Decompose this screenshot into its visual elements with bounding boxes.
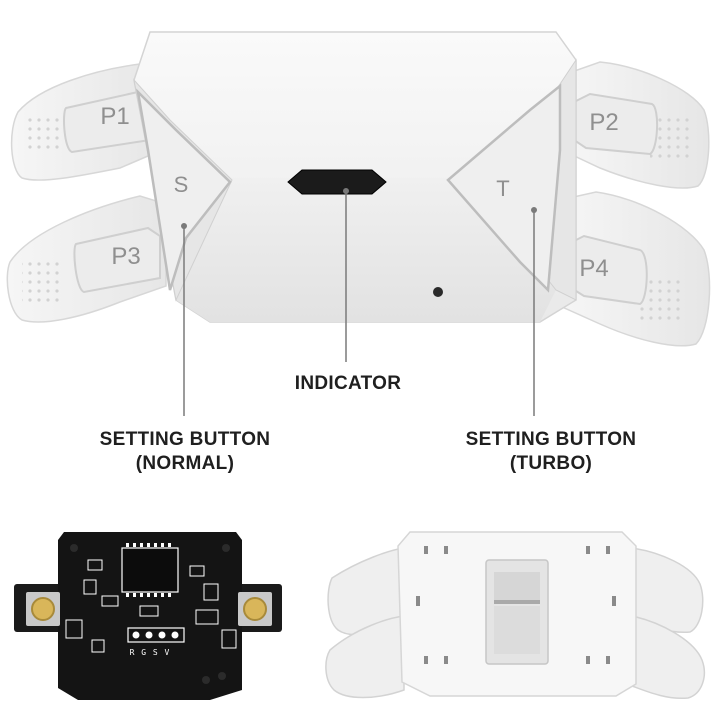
setting-button-normal-callout: SETTING BUTTON (NORMAL) bbox=[80, 428, 290, 476]
tact-switch-right bbox=[238, 592, 272, 626]
tact-switch-left bbox=[26, 592, 60, 626]
paddle-label-p3: P3 bbox=[111, 243, 140, 270]
pcb-board bbox=[14, 532, 282, 700]
paddle-label-p1: P1 bbox=[100, 103, 129, 130]
setting-normal-line2: (NORMAL) bbox=[135, 453, 235, 474]
paddle-label-p2: P2 bbox=[589, 109, 618, 136]
setting-turbo-line1: SETTING BUTTON bbox=[465, 429, 637, 450]
setting-button-normal bbox=[136, 88, 232, 291]
setting-button-turbo-callout: SETTING BUTTON (TURBO) bbox=[446, 428, 656, 476]
mcu-chip bbox=[121, 547, 179, 593]
device-back-view bbox=[325, 531, 706, 700]
setting-button-turbo bbox=[446, 83, 562, 293]
paddle-p1 bbox=[10, 63, 163, 181]
pinhole bbox=[433, 287, 443, 297]
setting-button-turbo-letter: T bbox=[496, 176, 509, 201]
callout-lines bbox=[181, 188, 537, 416]
paddle-p3 bbox=[6, 195, 167, 323]
paddle-label-p4: P4 bbox=[579, 255, 608, 282]
setting-button-normal-letter: S bbox=[174, 172, 189, 197]
setting-normal-line1: SETTING BUTTON bbox=[99, 429, 271, 450]
paddle-p4 bbox=[559, 191, 711, 347]
indicator-light bbox=[287, 169, 387, 195]
setting-turbo-line2: (TURBO) bbox=[509, 453, 593, 474]
indicator-callout: INDICATOR bbox=[294, 373, 402, 394]
pcb-pin-labels: R G S V bbox=[130, 648, 171, 657]
paddle-p2 bbox=[565, 61, 710, 189]
